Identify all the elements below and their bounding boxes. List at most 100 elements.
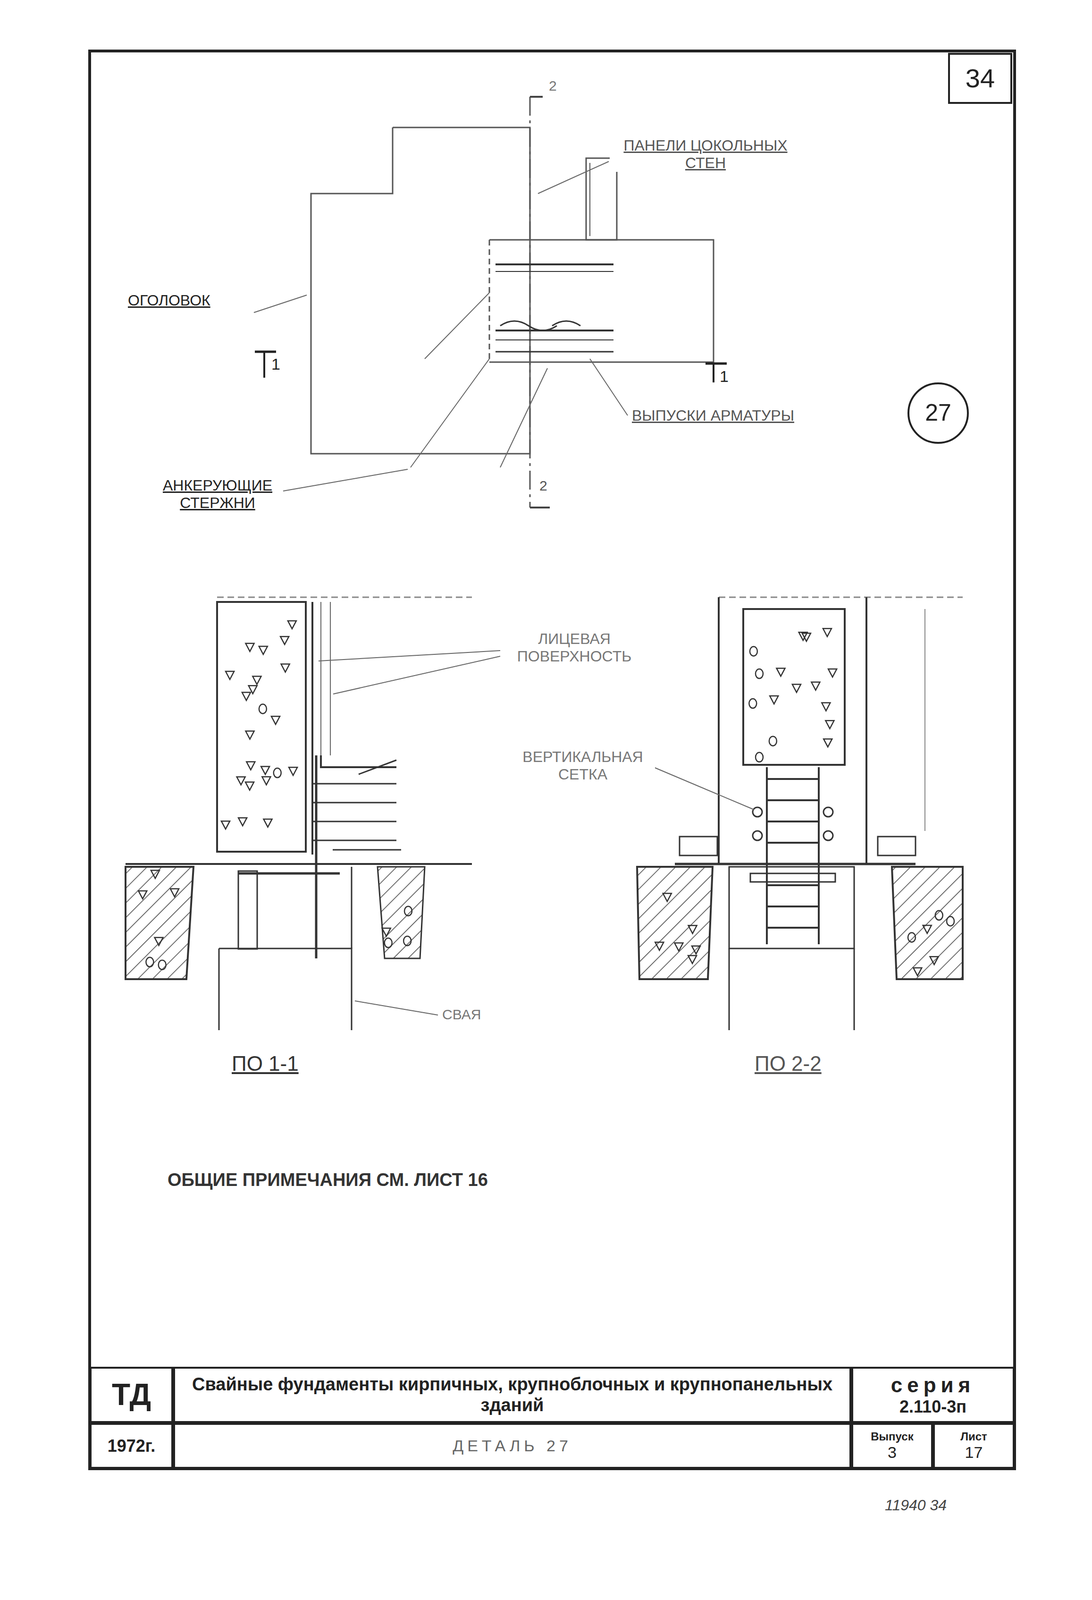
leader-line [318, 650, 501, 661]
anchor-rod [410, 358, 490, 468]
ladder-rebar [817, 766, 820, 944]
rebar-rung [766, 905, 819, 908]
aggregate-mark [154, 937, 164, 946]
aggregate-mark [236, 776, 246, 785]
aggregate-mark [403, 935, 412, 946]
aggregate-mark [245, 781, 254, 790]
pile [728, 948, 731, 1030]
aggregate-mark [821, 702, 831, 711]
part-name: ПАНЕЛИ ЦОКОЛЬНЫХ СТЕН [609, 136, 802, 172]
aggregate-mark [792, 683, 801, 692]
rebar-rung [766, 841, 819, 844]
small-block [679, 836, 718, 856]
aggregate-mark [280, 636, 289, 645]
leader-line [653, 766, 755, 810]
aggregate-mark [688, 924, 698, 933]
ladder-rungs [766, 778, 819, 928]
rebar-rung [766, 777, 819, 780]
steel-plate [750, 873, 836, 882]
aggregate-mark [225, 671, 235, 680]
aggregate-mark [245, 730, 255, 740]
steel-plate [238, 872, 340, 875]
rebar [312, 820, 397, 823]
section-2-2 [637, 596, 963, 1030]
section-number: 2 [547, 77, 559, 95]
ground-block [377, 866, 425, 958]
leader-line [354, 1000, 438, 1015]
aggregate-mark [798, 631, 808, 640]
rebar [312, 782, 397, 785]
wall-panel [217, 601, 306, 852]
rebar [495, 270, 614, 272]
title-cell: серия2.110-3п [851, 1366, 1015, 1423]
pile [218, 948, 352, 1030]
pile-cap [351, 866, 353, 949]
bracket [320, 755, 397, 767]
aggregate-mark [913, 967, 922, 976]
title-cell: ТД [89, 1366, 174, 1423]
title-cell: Выпуск3 [851, 1422, 933, 1469]
pile-cap [729, 866, 855, 949]
aggregate-mark [145, 957, 154, 967]
wall-edge [865, 596, 868, 864]
slab-line [125, 862, 472, 865]
aggregate-mark [259, 704, 267, 714]
aggregate-mark [663, 892, 672, 901]
aggregate-mark [263, 818, 273, 827]
aggregate-mark [749, 646, 758, 656]
aggregate-mark [259, 646, 268, 655]
sheet-frame [89, 50, 1015, 1469]
ground-block [637, 866, 713, 979]
node-text: 27 [924, 399, 952, 427]
section-mark [529, 95, 543, 98]
node-text: ТД [111, 1377, 152, 1412]
aggregate-mark [138, 890, 147, 899]
title-cell: ДЕТАЛЬ 27 [173, 1422, 852, 1469]
aggregate-mark [823, 738, 832, 747]
aggregate-mark [252, 675, 261, 684]
wall-edge [717, 596, 720, 864]
section-mark [254, 350, 277, 353]
title-cell: Свайные фундаменты кирпичных, крупноблоч… [173, 1366, 852, 1423]
node-text: 2.110-3п [899, 1396, 967, 1416]
title-cell: Лист17 [932, 1422, 1015, 1469]
bar-section [752, 806, 763, 817]
section-number: 1 [718, 367, 731, 386]
node-text: ДЕТАЛЬ 27 [452, 1436, 572, 1455]
aggregate-mark [946, 915, 955, 926]
small-block [877, 836, 916, 856]
part-name: ОГОЛОВОК [126, 291, 212, 310]
aggregate-mark [923, 924, 932, 933]
aggregate-mark [930, 956, 939, 965]
aggregate-mark [170, 888, 179, 897]
aggregate-mark [260, 765, 270, 774]
rebar-rung [766, 798, 819, 801]
pile [853, 948, 856, 1030]
aggregate-mark [655, 941, 664, 950]
part-name: АНКЕРУЮЩИЕ СТЕРЖНИ [154, 476, 281, 512]
node-text: 3 [887, 1442, 897, 1462]
aggregate-mark [811, 681, 820, 690]
pile-cap-outline [310, 127, 530, 454]
aggregate-mark [288, 766, 298, 775]
dimension-line [924, 608, 926, 831]
bar-section [823, 830, 833, 840]
section-title: ПО 2-2 [753, 1051, 824, 1076]
aggregate-mark [382, 927, 391, 936]
node-text: Свайные фундаменты кирпичных, крупноблоч… [179, 1373, 845, 1415]
top-line [217, 596, 472, 598]
top-line [718, 596, 963, 598]
node-text: 34 [965, 63, 995, 94]
aggregate-mark [688, 955, 697, 964]
section-mark [529, 506, 550, 509]
part-name: ЛИЦЕВАЯ ПОВЕРХНОСТЬ [502, 630, 647, 665]
panel-hidden-edge [488, 239, 491, 362]
facing-layer [320, 601, 322, 756]
aggregate-mark [769, 695, 779, 704]
aggregate-mark [823, 628, 832, 637]
node-text: Лист [960, 1429, 988, 1443]
aggregate-mark [404, 906, 412, 916]
detail-callout: 27 [907, 382, 969, 444]
note: ОБЩИЕ ПРИМЕЧАНИЯ СМ. ЛИСТ 16 [166, 1169, 490, 1191]
